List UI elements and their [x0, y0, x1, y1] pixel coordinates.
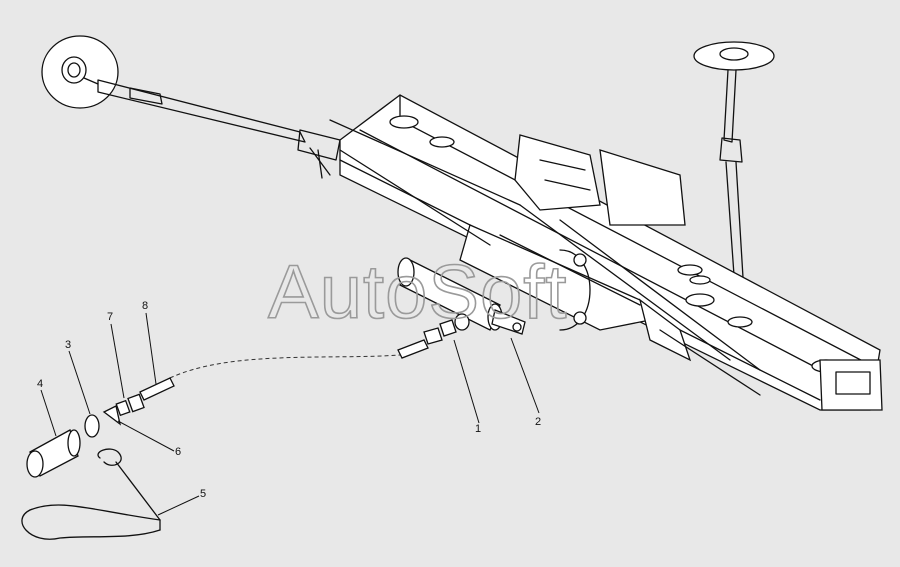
quick-coupler [26, 429, 81, 478]
right-marker-disc [693, 41, 775, 71]
leader-2 [510, 337, 540, 414]
leader-7 [110, 323, 125, 399]
callout-5: 5 [200, 488, 206, 500]
leader-5 [157, 495, 200, 516]
callout-3: 3 [65, 339, 71, 351]
callout-4: 4 [37, 378, 43, 390]
left-marker-disc [41, 35, 119, 109]
leader-1 [453, 339, 480, 424]
hydraulic-hose [169, 354, 401, 379]
callout-2: 2 [535, 416, 541, 428]
hose-end-fittings [102, 377, 175, 426]
callout-8: 8 [142, 300, 148, 312]
callout-6: 6 [175, 446, 181, 458]
hose-fitting-1 [397, 313, 470, 359]
hydraulic-cylinder [397, 257, 526, 335]
leader-4 [40, 389, 57, 437]
leader-6 [117, 420, 175, 452]
leader-3 [68, 350, 91, 415]
callout-7: 7 [107, 311, 113, 323]
left-marker-arm [97, 79, 341, 179]
o-ring [84, 414, 100, 438]
watermark-text: AutoSoft [268, 250, 568, 335]
main-frame [329, 94, 883, 411]
callout-1: 1 [475, 423, 481, 435]
dust-cap-strap [21, 448, 161, 540]
leader-8 [145, 312, 157, 385]
